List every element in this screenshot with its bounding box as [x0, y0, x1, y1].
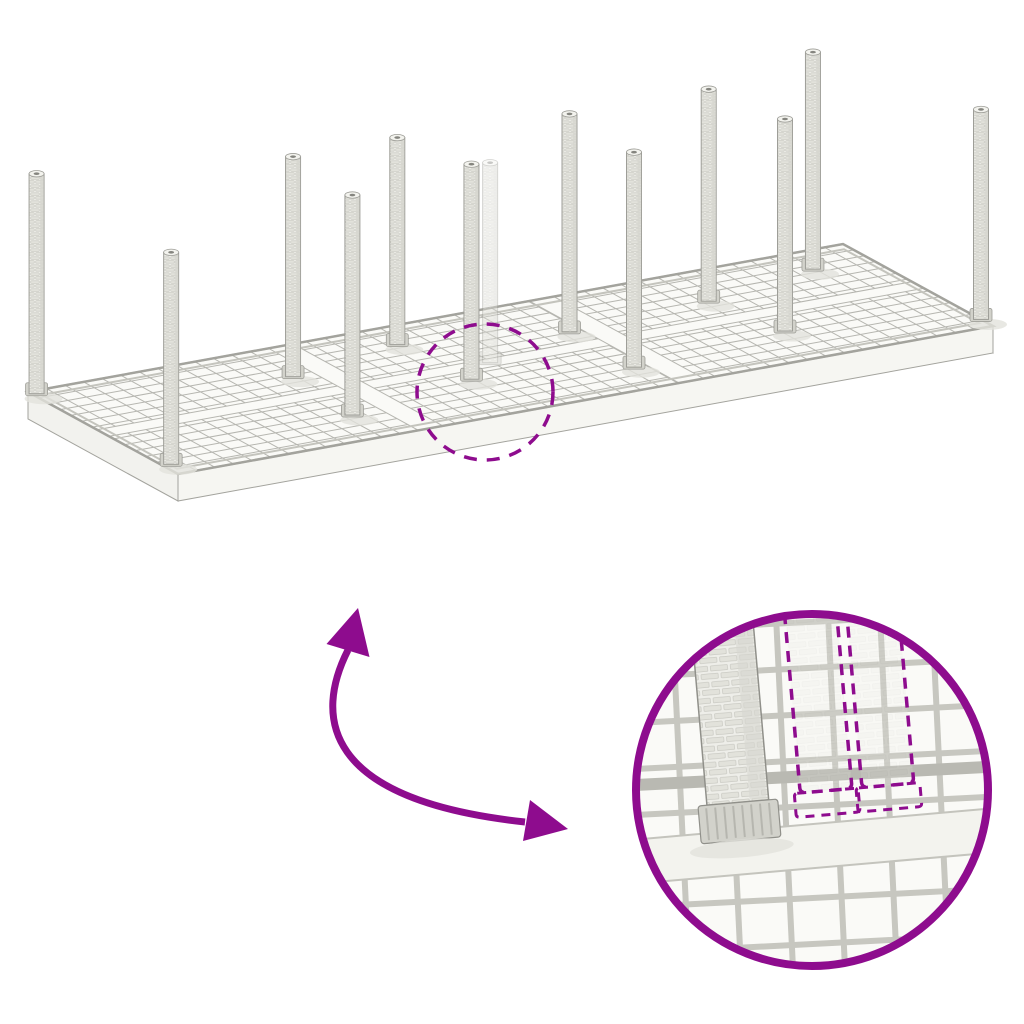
support-peg [557, 110, 596, 343]
rotation-arrow-icon [326, 608, 568, 841]
support-peg [478, 159, 502, 366]
support-peg [773, 115, 811, 342]
support-peg [340, 191, 379, 426]
support-peg [969, 105, 1007, 330]
zoom-callout [632, 610, 992, 970]
arrowhead-up-icon [326, 608, 370, 657]
support-peg [800, 48, 839, 280]
support-peg [281, 153, 320, 388]
zoom-circle-border [632, 610, 992, 970]
arrowhead-right-icon [523, 800, 568, 841]
support-peg [24, 170, 63, 405]
support-peg [696, 85, 735, 312]
support-peg [385, 134, 424, 356]
highlight-dashed-circle [415, 322, 555, 462]
support-peg [159, 248, 198, 475]
support-pegs [24, 48, 1007, 475]
arrow-curve [329, 648, 526, 826]
ghost-peg-position [840, 616, 924, 814]
support-peg [622, 148, 660, 378]
